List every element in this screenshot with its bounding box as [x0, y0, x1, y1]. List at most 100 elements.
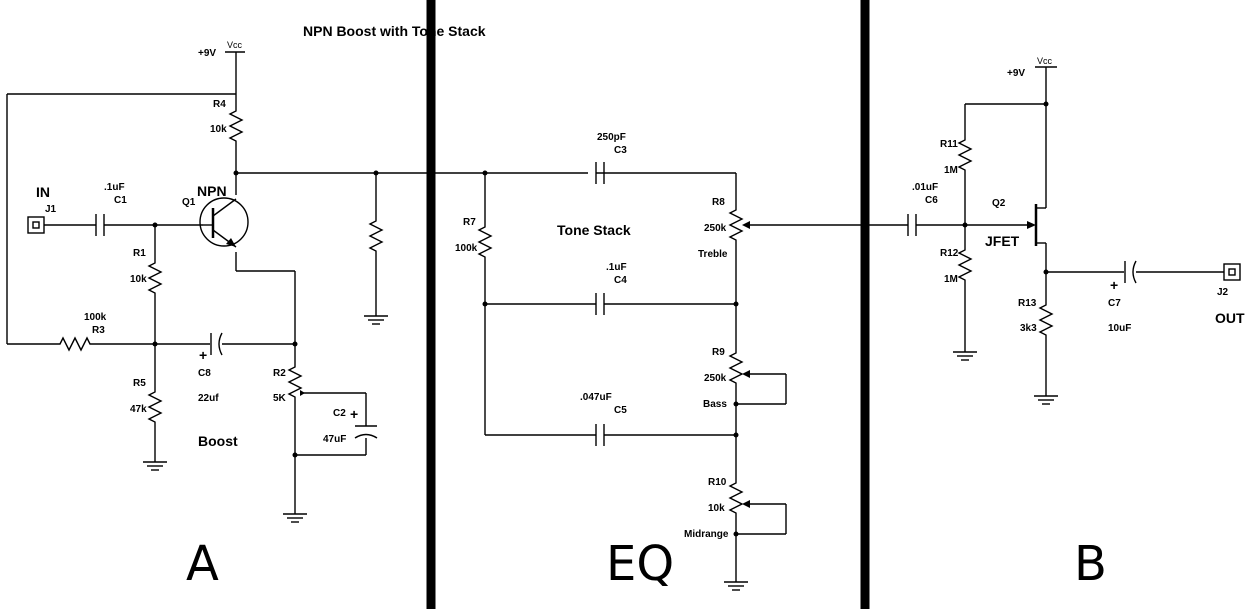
- j2-label: J2: [1217, 287, 1229, 298]
- wires-section-a: [6, 51, 588, 514]
- j1-label: J1: [45, 204, 57, 215]
- c3-value: 250pF: [597, 132, 626, 143]
- supply-label: +9V: [1007, 68, 1025, 79]
- output-jack-j2: [1223, 263, 1241, 281]
- capacitor-c1: [95, 213, 105, 237]
- r10-name: Midrange: [684, 529, 729, 540]
- c7-ref: C7: [1108, 298, 1121, 309]
- c7-value: 10uF: [1108, 323, 1131, 334]
- r13-value: 3k3: [1020, 323, 1037, 334]
- capacitor-c4: [595, 292, 605, 316]
- resistor-r12: [958, 244, 972, 286]
- r8-value: 250k: [704, 223, 727, 234]
- potentiometer-r2: [288, 361, 305, 403]
- wires-section-b: [916, 66, 1224, 396]
- r11-value: 1M: [944, 165, 958, 176]
- c5-ref: C5: [614, 405, 627, 416]
- c1-ref: C1: [114, 195, 127, 206]
- capacitor-c6: [907, 213, 917, 237]
- junction-dots-b: [962, 101, 1049, 275]
- ground-symbol: [282, 513, 308, 523]
- potentiometer-r8: [729, 204, 750, 246]
- c1-value: .1uF: [104, 182, 125, 193]
- r1-ref: R1: [133, 248, 146, 259]
- c2-ref: C2: [333, 408, 346, 419]
- ground-symbol: [723, 581, 749, 591]
- resistor-r4: [229, 105, 243, 147]
- r5-ref: R5: [133, 378, 146, 389]
- r3-ref: R3: [92, 325, 105, 336]
- r7-value: 100k: [455, 243, 478, 254]
- capacitor-c2: [354, 425, 378, 439]
- c3-ref: C3: [614, 145, 627, 156]
- in-label: IN: [36, 184, 50, 200]
- ground-symbol: [363, 315, 389, 325]
- r9-value: 250k: [704, 373, 727, 384]
- ground-symbol: [142, 461, 168, 471]
- r13-ref: R13: [1018, 298, 1037, 309]
- c8-value: 22uf: [198, 393, 219, 404]
- c7-plus: +: [1110, 277, 1118, 293]
- capacitor-c8: [210, 332, 223, 356]
- c4-ref: C4: [614, 275, 627, 286]
- junction-dots-a: [152, 170, 379, 458]
- r12-value: 1M: [944, 274, 958, 285]
- diagram-title: NPN Boost with Tone Stack: [303, 23, 486, 39]
- r9-ref: R9: [712, 347, 725, 358]
- r8-name: Treble: [698, 249, 728, 260]
- out-label: OUT: [1215, 310, 1245, 326]
- junction-dots-eq: [482, 170, 739, 537]
- r4-value: 10k: [210, 124, 227, 135]
- r1-value: 10k: [130, 274, 147, 285]
- r2-value: 5K: [273, 393, 287, 404]
- q1-ref: Q1: [182, 197, 196, 208]
- resistor-r7: [478, 221, 492, 263]
- tone-stack-label: Tone Stack: [557, 222, 631, 238]
- r10-value: 10k: [708, 503, 725, 514]
- resistor-r1: [148, 257, 162, 299]
- transistor-q2: [1027, 204, 1046, 246]
- c8-ref: C8: [198, 368, 211, 379]
- ground-symbol: [1033, 395, 1059, 405]
- q2-ref: Q2: [992, 198, 1006, 209]
- capacitor-c5: [595, 423, 605, 447]
- r5-value: 47k: [130, 404, 147, 415]
- supply-label: +9V: [198, 48, 216, 59]
- transistor-q1: [199, 197, 249, 248]
- r8-ref: R8: [712, 197, 725, 208]
- r11-ref: R11: [940, 139, 958, 150]
- resistor-r11: [958, 134, 972, 176]
- q2-type: JFET: [985, 233, 1020, 249]
- boost-label: Boost: [198, 433, 238, 449]
- section-label-b: B: [1074, 536, 1107, 592]
- r9-name: Bass: [703, 399, 727, 410]
- vcc-label: Vcc: [1037, 56, 1053, 66]
- wires-section-eq: [484, 172, 908, 582]
- r2-ref: R2: [273, 368, 286, 379]
- q1-type: NPN: [197, 183, 227, 199]
- resistor-r3: [54, 337, 96, 351]
- c6-value: .01uF: [912, 182, 938, 193]
- c4-value: .1uF: [606, 262, 627, 273]
- resistor-r6: [369, 215, 383, 257]
- resistor-r13: [1039, 299, 1053, 341]
- r10-ref: R10: [708, 477, 727, 488]
- r7-ref: R7: [463, 217, 476, 228]
- section-label-eq: EQ: [606, 536, 674, 592]
- resistor-r5: [148, 386, 162, 428]
- c2-value: 47uF: [323, 434, 346, 445]
- vcc-label: Vcc: [227, 40, 243, 50]
- c6-ref: C6: [925, 195, 938, 206]
- ground-symbol: [952, 351, 978, 361]
- potentiometer-r10: [729, 477, 750, 519]
- c2-plus: +: [350, 406, 358, 422]
- c5-value: .047uF: [580, 392, 612, 403]
- c8-plus: +: [199, 347, 207, 363]
- r12-ref: R12: [940, 248, 959, 259]
- capacitor-c7: [1124, 260, 1137, 284]
- potentiometer-r9: [729, 347, 750, 389]
- r4-ref: R4: [213, 99, 226, 110]
- r3-value: 100k: [84, 312, 107, 323]
- input-jack-j1: [27, 216, 45, 234]
